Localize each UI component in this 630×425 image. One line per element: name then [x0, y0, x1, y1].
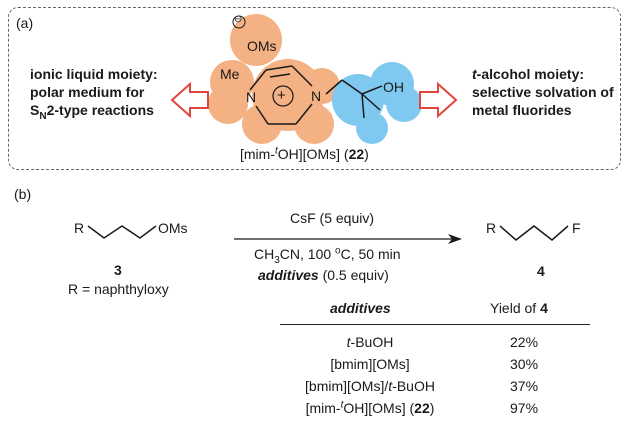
- table-row: [bmim][OMs]/t-BuOH: [280, 378, 460, 400]
- yield-cell: 37%: [510, 378, 539, 394]
- metal-fluorides-text: metal fluorides: [472, 102, 572, 118]
- panel-a-label: (a): [16, 15, 34, 31]
- reactant-r-label: R: [74, 220, 85, 236]
- nitrogen-left-label: N: [246, 89, 257, 105]
- reactant-number: 3: [114, 262, 122, 278]
- additive-cell: t-BuOH: [346, 334, 394, 350]
- cation-charge-sign: +: [277, 87, 286, 104]
- table-row: t-BuOH: [280, 334, 460, 356]
- nitrogen-right-label: N: [311, 88, 322, 104]
- selective-solvation-text: selective solvation of: [472, 84, 614, 100]
- product-chain: [499, 225, 569, 241]
- left-hollow-arrow-icon: [170, 81, 209, 119]
- cation-charge-ring: [272, 85, 294, 107]
- additive-cell: [bmim][OMs]/t-BuOH: [305, 378, 435, 394]
- ionic-liquid-heading: ionic liquid moiety:: [30, 66, 158, 82]
- conditions-solvent-temp: CH3CN, 100 oC, 50 min: [254, 245, 401, 266]
- alcohol-blob: [332, 62, 422, 144]
- anion-label: OMs: [247, 38, 277, 54]
- additive-cell: [bmim][OMs]: [330, 356, 410, 372]
- sn2-text: SN2-type reactions: [30, 102, 154, 122]
- anion-charge-ring: [232, 15, 246, 29]
- panel-a-frame: [8, 7, 621, 170]
- table-row: [mim-tOH][OMs] (22): [280, 400, 460, 422]
- table-header-rule: [280, 324, 590, 325]
- t-alcohol-heading: t-alcohol moiety:: [472, 66, 585, 82]
- right-hollow-arrow-icon: [419, 81, 458, 119]
- additive-cell: [mim-tOH][OMs] (22): [305, 399, 435, 416]
- product-number: 4: [537, 263, 545, 279]
- table-header-yield: Yield of 4: [490, 300, 548, 316]
- ring-bonds: [249, 65, 383, 125]
- polar-medium-text: polar medium for: [30, 84, 145, 100]
- product-r-label: R: [486, 220, 497, 236]
- panel-b-label: (b): [14, 186, 32, 202]
- yield-cell: 97%: [510, 400, 539, 416]
- compound-22-caption: [mim-tOH][OMs] (22): [240, 145, 369, 162]
- conditions-additives: additives (0.5 equiv): [258, 267, 389, 283]
- reactant-chain: [87, 225, 157, 239]
- conditions-reagent: CsF (5 equiv): [290, 210, 375, 226]
- r-definition: R = naphthyloxy: [68, 281, 169, 297]
- reactant-oms-label: OMs: [158, 220, 188, 236]
- yield-cell: 30%: [510, 356, 539, 372]
- table-header-additives: additives: [330, 300, 391, 316]
- yield-cell: 22%: [510, 334, 539, 350]
- anion-charge-sign: ⊖: [234, 14, 243, 25]
- reaction-arrow-head-icon: [448, 234, 462, 244]
- table-row: [bmim][OMs]: [280, 356, 460, 378]
- product-f-label: F: [572, 220, 581, 236]
- hydroxyl-label: OH: [383, 79, 404, 95]
- methyl-label: Me: [220, 66, 240, 82]
